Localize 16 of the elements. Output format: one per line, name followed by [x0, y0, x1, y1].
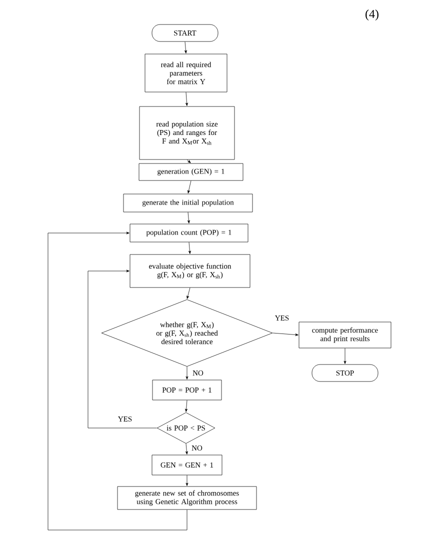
- arrow: [185, 444, 188, 454]
- arrow: [48, 232, 188, 530]
- arrow: [186, 160, 191, 164]
- arrow: [272, 332, 298, 336]
- arrow: [344, 348, 346, 364]
- arrow: [88, 270, 157, 428]
- arrow: [188, 180, 192, 194]
- arrow: [186, 475, 188, 486]
- arrow: [186, 366, 188, 380]
- arrow: [185, 400, 188, 412]
- arrow: [186, 288, 190, 299]
- arrow: [184, 42, 187, 54]
- arrow: [187, 212, 190, 224]
- equation-number: (4): [366, 10, 378, 20]
- arrow: [188, 242, 191, 254]
- arrow: [186, 92, 188, 106]
